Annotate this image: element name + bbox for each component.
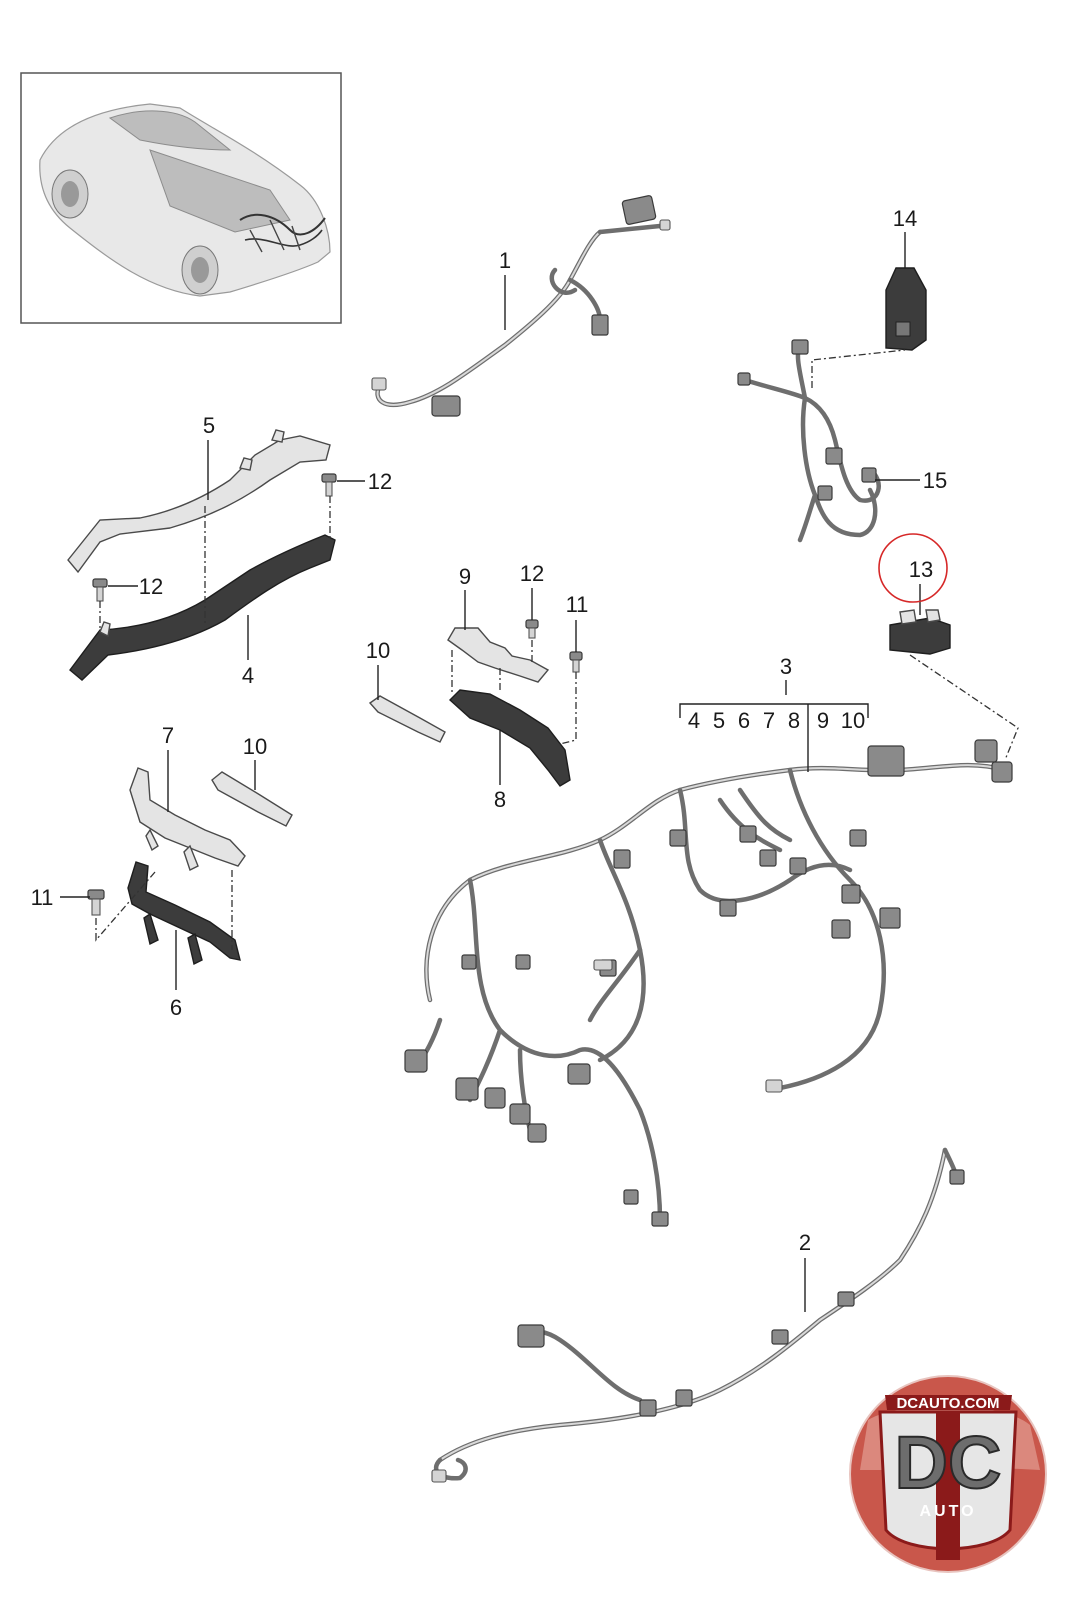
bolt-part-12-upper [321,473,337,497]
callout-8: 8 [494,787,506,812]
leader-lines [60,232,921,1312]
logo-bottom-text: AUTO [919,1503,976,1520]
bracket-part-5 [67,429,331,574]
vehicle-thumbnail [20,72,342,324]
bracket-part-8 [448,689,571,787]
callout-labels: 1 2 3 4 5 6 7 8 9 10 10 11 11 12 12 12 1… [31,206,948,1255]
bracket-part-9 [447,627,550,683]
callout-6: 6 [170,995,182,1020]
dcauto-logo: DCAUTO.COM DC AUTO [849,1375,1047,1573]
callout-15: 15 [923,468,947,493]
group-3-members: 4 5 6 7 8 9 10 [688,708,865,733]
bolt-part-12-lower [92,578,108,602]
clip-part-10-lower [211,771,293,827]
group-3-member: 10 [841,708,865,733]
callout-11-lower: 11 [31,885,54,910]
bracket-part-6 [127,861,241,966]
callout-3: 3 [780,654,792,679]
group-3-member: 9 [817,708,829,733]
harness-part-1 [371,195,671,417]
callout-10-lower: 10 [243,734,267,759]
group-3-member: 8 [788,708,800,733]
bolt-part-12-middle [525,619,539,639]
highlight-circle [878,533,948,603]
assembly-lines [95,349,1019,950]
harness-part-2 [431,1147,965,1483]
callout-11-middle: 11 [566,592,589,617]
callout-12-middle: 12 [520,561,544,586]
bolt-part-11-lower [87,889,105,916]
callout-12-upper: 12 [368,469,392,494]
bolt-part-11-middle [569,651,583,673]
callout-1: 1 [499,248,511,273]
logo-monogram: DC [895,1421,1002,1504]
bracket-part-4 [69,534,336,681]
bracket-part-7 [129,767,246,871]
callout-12-lower: 12 [139,574,163,599]
callout-14: 14 [893,206,917,231]
callout-2: 2 [799,1230,811,1255]
harness-part-3 [404,739,1013,1227]
group-3-member: 4 [688,708,700,733]
callout-10-middle: 10 [366,638,390,663]
harness-part-15 [737,339,881,543]
callout-9: 9 [459,564,471,589]
relay-part-13 [889,609,951,655]
group-3-member: 7 [763,708,775,733]
callout-13: 13 [909,557,933,582]
group-3-member: 5 [713,708,725,733]
callout-4: 4 [242,663,254,688]
logo-top-text: DCAUTO.COM [896,1395,999,1412]
control-unit-part-14 [885,267,927,351]
callout-7: 7 [162,723,174,748]
callout-5: 5 [203,413,215,438]
group-3-member: 6 [738,708,750,733]
clip-part-10-middle [368,695,446,743]
